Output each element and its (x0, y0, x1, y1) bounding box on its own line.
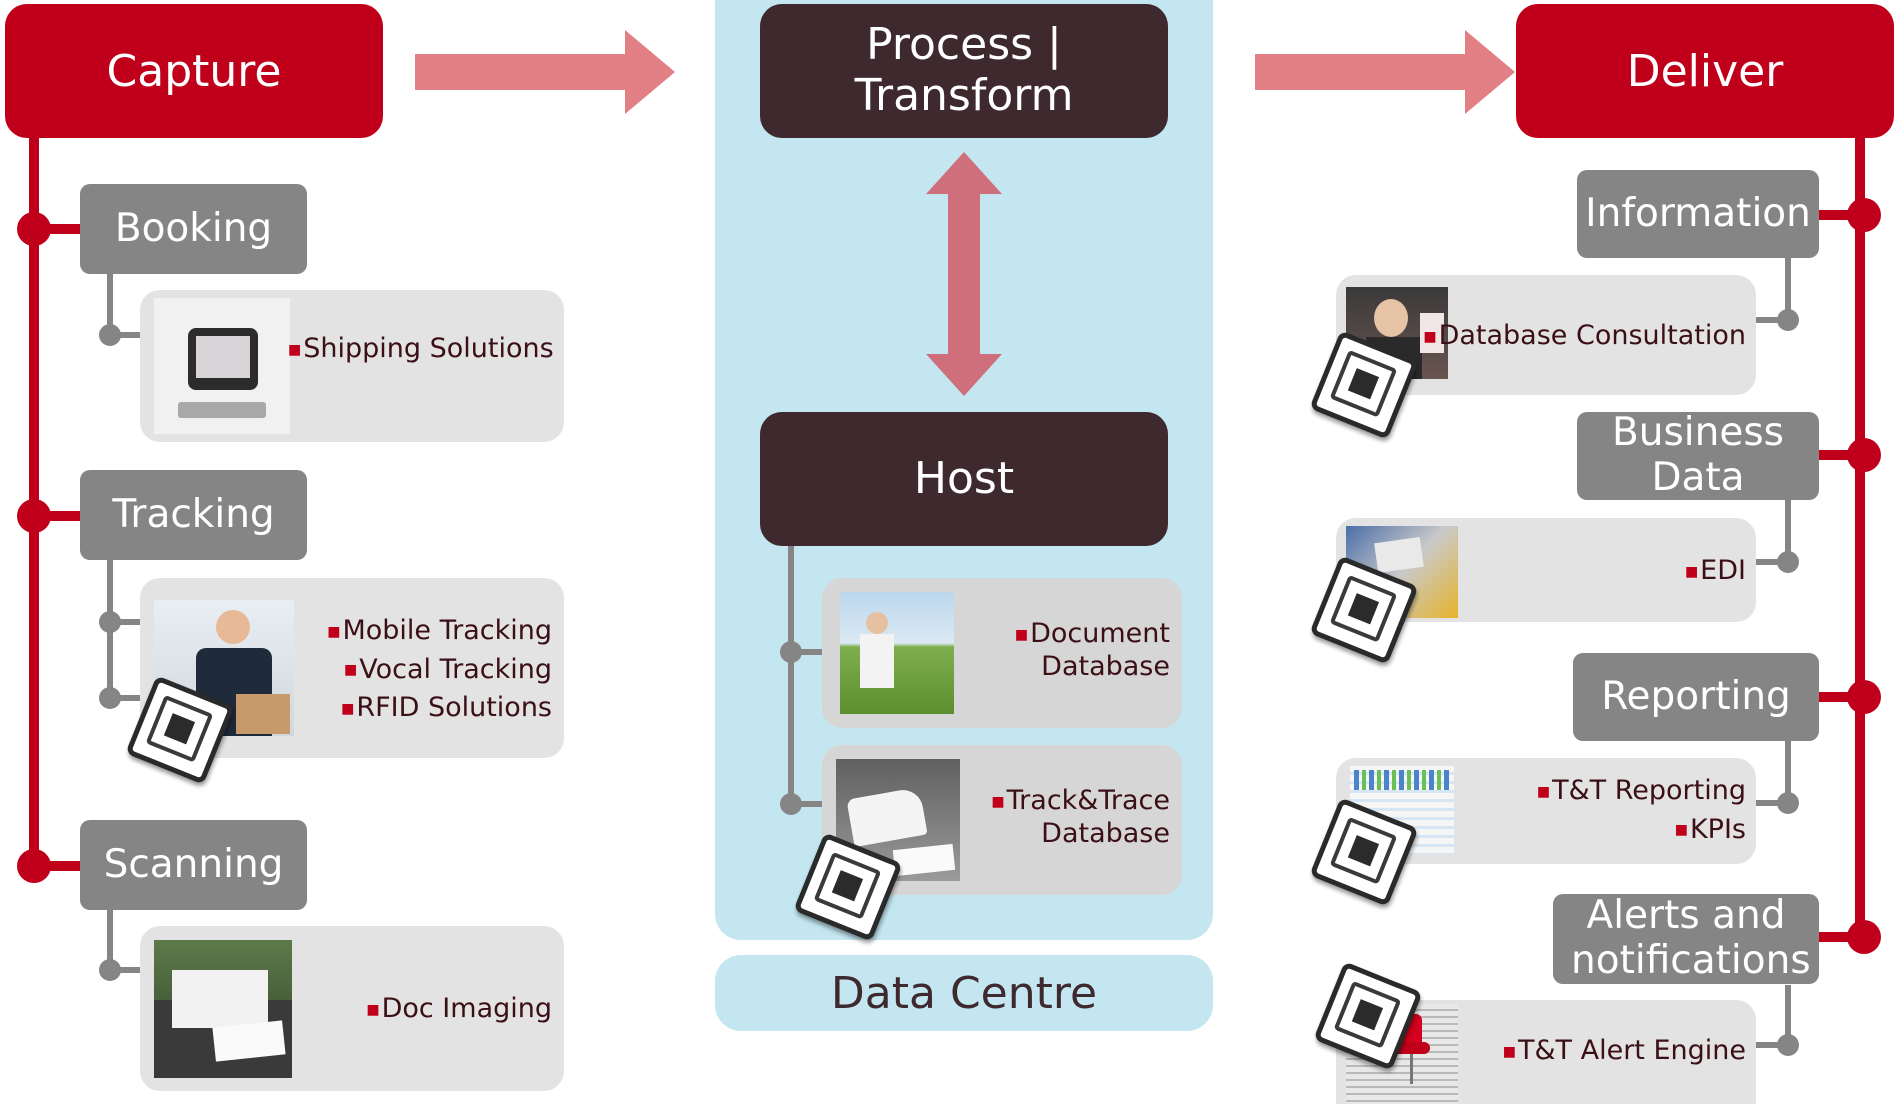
item-mobile-tracking: Mobile Tracking (342, 615, 552, 646)
business-data-panel: ■EDI (1309, 518, 1756, 665)
document-database-panel: ■Document Database (822, 578, 1182, 728)
track-trace-database-line2: Database (1041, 817, 1170, 849)
category-label: Alerts and notifications (1571, 893, 1811, 983)
arrow-right-icon (415, 30, 675, 114)
deliver-node-dot (1847, 680, 1881, 714)
process-transform-header: Process | Transform (760, 4, 1168, 138)
item-doc-imaging: Doc Imaging (381, 993, 552, 1024)
information-panel: ■Database Consultation (1309, 275, 1756, 440)
category-label: Tracking (112, 491, 275, 537)
scanning-panel: ■Doc Imaging (140, 926, 564, 1091)
arrow-right-icon (1255, 30, 1515, 114)
category-label: Business Data (1612, 410, 1784, 500)
capture-category-scanning: Scanning (80, 820, 307, 910)
item-database-consultation: Database Consultation (1438, 320, 1746, 351)
document-database-line1: Document (1030, 618, 1170, 649)
host-connector-lines (780, 546, 830, 815)
capture-node-dot (17, 849, 51, 883)
item-edi: EDI (1700, 555, 1746, 586)
document-database-line2: Database (1041, 650, 1170, 682)
item-tt-alert-engine: T&T Alert Engine (1517, 1035, 1746, 1066)
deliver-node-dot (1847, 920, 1881, 954)
track-trace-database-line1: Track&Trace (1006, 785, 1170, 816)
deliver-node-dot (1847, 438, 1881, 472)
tracking-panel: ■Mobile Tracking ■Vocal Tracking ■RFID S… (125, 578, 564, 785)
item-rfid-solutions: RFID Solutions (356, 692, 552, 723)
item-shipping-solutions: Shipping Solutions (303, 333, 554, 364)
deliver-category-alerts: Alerts and notifications (1553, 893, 1819, 984)
deliver-category-business-data: Business Data (1577, 410, 1819, 500)
category-label: Reporting (1601, 673, 1791, 719)
capture-header: Capture (5, 4, 383, 138)
alerts-panel: ■T&T Alert Engine (1313, 961, 1756, 1104)
bidirectional-arrow-icon (926, 152, 1002, 396)
capture-category-booking: Booking (80, 184, 307, 274)
field-person-image (840, 592, 954, 714)
truck-image (154, 940, 292, 1078)
capture-category-tracking: Tracking (80, 470, 307, 560)
category-label: Information (1585, 190, 1811, 236)
data-centre-label: Data Centre (830, 967, 1098, 1019)
deliver-header: Deliver (1516, 4, 1894, 138)
item-vocal-tracking: Vocal Tracking (359, 653, 552, 685)
host-title: Host (913, 452, 1015, 504)
item-kpis: KPIs (1689, 813, 1746, 845)
track-trace-database-panel: ■Track&Trace Database (793, 745, 1182, 942)
deliver-category-reporting: Reporting (1573, 653, 1819, 741)
category-label: Scanning (103, 841, 284, 887)
booking-panel: ■Shipping Solutions (140, 290, 564, 442)
deliver-node-dot (1847, 198, 1881, 232)
capture-title: Capture (106, 45, 282, 97)
host-box: Host (760, 412, 1168, 546)
terminal-image (154, 298, 290, 434)
data-centre-label-box: Data Centre (715, 955, 1213, 1031)
reporting-panel: ■T&T Reporting ■KPIs (1309, 758, 1756, 907)
deliver-title: Deliver (1626, 45, 1784, 97)
capture-node-dot (17, 499, 51, 533)
process-transform-title: Process | Transform (854, 19, 1074, 121)
category-label: Booking (114, 205, 273, 251)
deliver-category-information: Information (1577, 170, 1819, 258)
capture-node-dot (17, 212, 51, 246)
item-tt-reporting: T&T Reporting (1552, 775, 1746, 806)
